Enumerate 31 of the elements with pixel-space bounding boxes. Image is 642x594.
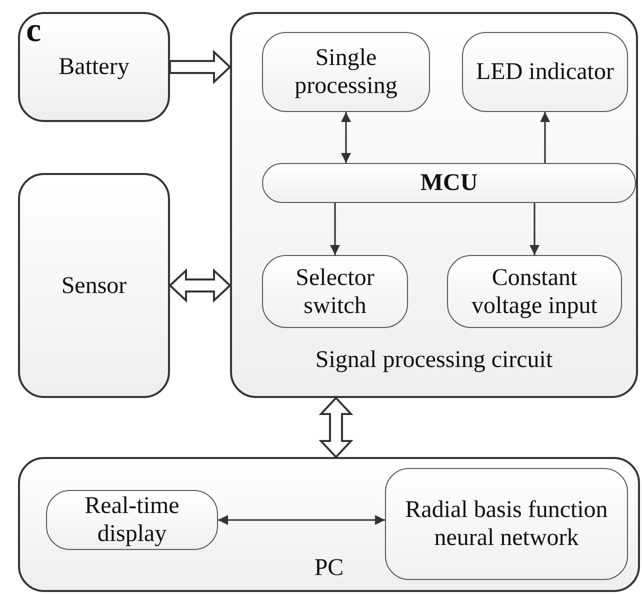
node-text: Battery — [58, 53, 130, 81]
process-box — [46, 490, 218, 550]
node-text: MCU — [419, 169, 479, 197]
node-text: Constant voltage input — [470, 264, 598, 320]
container-box — [18, 12, 170, 122]
node-text: Sensor — [60, 272, 128, 300]
process-box — [385, 468, 628, 580]
node-text: Radial basis function neural network — [404, 496, 609, 552]
node-text: Signal processing circuit — [314, 346, 554, 374]
container-box — [230, 12, 638, 398]
arrow — [540, 112, 550, 163]
process-box — [447, 255, 622, 328]
node-text: Single processing — [294, 44, 398, 100]
node-text: Real-time display — [84, 492, 180, 548]
node-text: PC — [313, 554, 345, 582]
arrow — [530, 203, 540, 255]
double-arrow — [341, 112, 351, 163]
container-box — [18, 457, 640, 592]
node-text: LED indicator — [475, 58, 615, 86]
double-block-arrow — [318, 396, 354, 458]
process-box — [262, 32, 430, 112]
container-box — [18, 173, 170, 398]
panel-letter: c — [26, 16, 42, 46]
double-arrow — [218, 515, 385, 525]
node-text: Selector switch — [294, 264, 376, 320]
double-block-arrow — [168, 268, 232, 303]
process-box — [262, 163, 636, 203]
process-box — [462, 32, 628, 112]
process-box — [262, 255, 408, 328]
block-arrow — [169, 50, 232, 84]
arrow — [330, 203, 340, 255]
